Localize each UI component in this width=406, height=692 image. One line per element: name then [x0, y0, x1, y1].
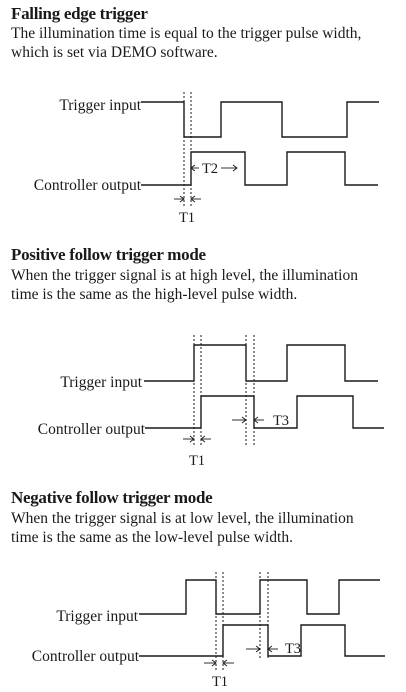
section-1-title: Falling edge trigger — [11, 4, 148, 23]
section-2-t1-arrowhead — [189, 435, 195, 443]
section-2-title: Positive follow trigger mode — [11, 245, 206, 264]
falling-edge-timing-diagram: Trigger input Controller output T2 T1 — [34, 92, 379, 226]
section-2-trigger-label: Trigger input — [60, 374, 142, 391]
section-1-t2-arrowhead — [190, 164, 196, 172]
section-3-t3-arrowhead — [255, 645, 261, 653]
section-3-t1-arrowhead — [211, 659, 217, 667]
section-1-t2-label: T2 — [202, 161, 218, 177]
section-2-t3-arrowhead — [253, 416, 259, 424]
section-3-t3-label: T3 — [285, 641, 301, 657]
section-3-output-label: Controller output — [32, 648, 140, 665]
section-1-t2-arrowhead — [232, 164, 238, 172]
section-1-t1-label: T1 — [179, 210, 195, 226]
section-3-trigger-label: Trigger input — [56, 608, 138, 625]
section-3-title: Negative follow trigger mode — [11, 488, 213, 507]
section-3-output-waveform — [139, 624, 385, 657]
section-2-output-label: Controller output — [38, 421, 146, 438]
section-1-trigger-label: Trigger input — [59, 97, 141, 114]
section-3-description: When the trigger signal is at low level,… — [11, 510, 354, 546]
section-1-t1-arrowhead — [179, 195, 185, 203]
section-2-output-waveform — [145, 395, 384, 429]
section-2-t1-arrowhead — [200, 435, 206, 443]
positive-follow-timing-diagram: Trigger input Controller output T3 T1 — [38, 335, 384, 469]
section-1-description: The illumination time is equal to the tr… — [11, 25, 362, 61]
negative-follow-timing-diagram: Trigger input Controller output T3 T1 — [32, 572, 385, 690]
section-3-t3-arrowhead — [267, 645, 273, 653]
section-3-t1-label: T1 — [212, 674, 228, 690]
section-1-output-label: Controller output — [34, 177, 142, 194]
section-3-t1-arrowhead — [222, 659, 228, 667]
section-2-t3-label: T3 — [273, 413, 289, 429]
section-2-trigger-waveform — [144, 344, 378, 382]
section-1-t1-arrowhead — [190, 195, 196, 203]
section-1-trigger-waveform — [141, 101, 379, 138]
section-2-t3-arrowhead — [241, 416, 247, 424]
section-2-description: When the trigger signal is at high level… — [11, 267, 358, 303]
section-2-t1-label: T1 — [189, 453, 205, 469]
